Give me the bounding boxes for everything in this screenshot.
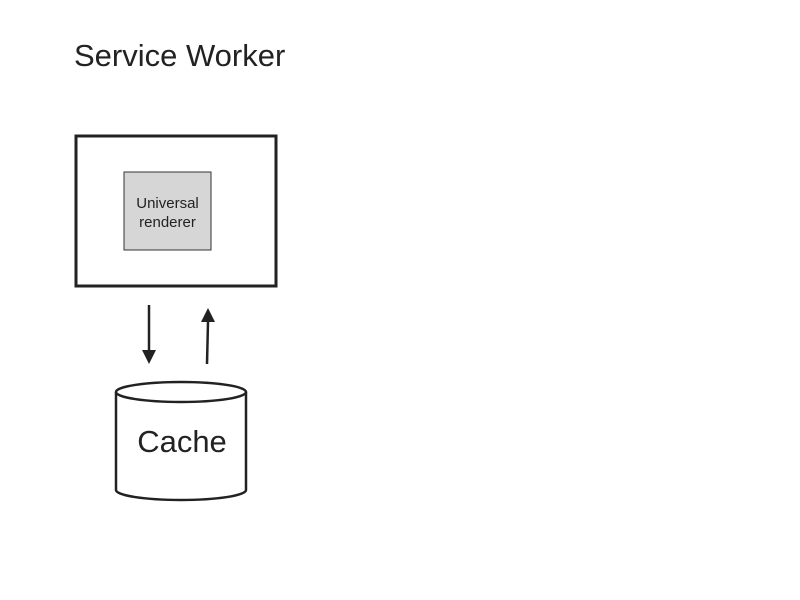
up-arrow	[201, 308, 215, 365]
universal-renderer-label-line2: renderer	[139, 214, 196, 231]
cache-label: Cache	[137, 424, 227, 459]
cache-cylinder	[114, 380, 248, 502]
universal-renderer-box	[123, 171, 212, 251]
down-arrow	[142, 305, 156, 364]
diagram-title: Service Worker	[74, 38, 286, 73]
universal-renderer-label-line1: Universal	[136, 195, 199, 212]
